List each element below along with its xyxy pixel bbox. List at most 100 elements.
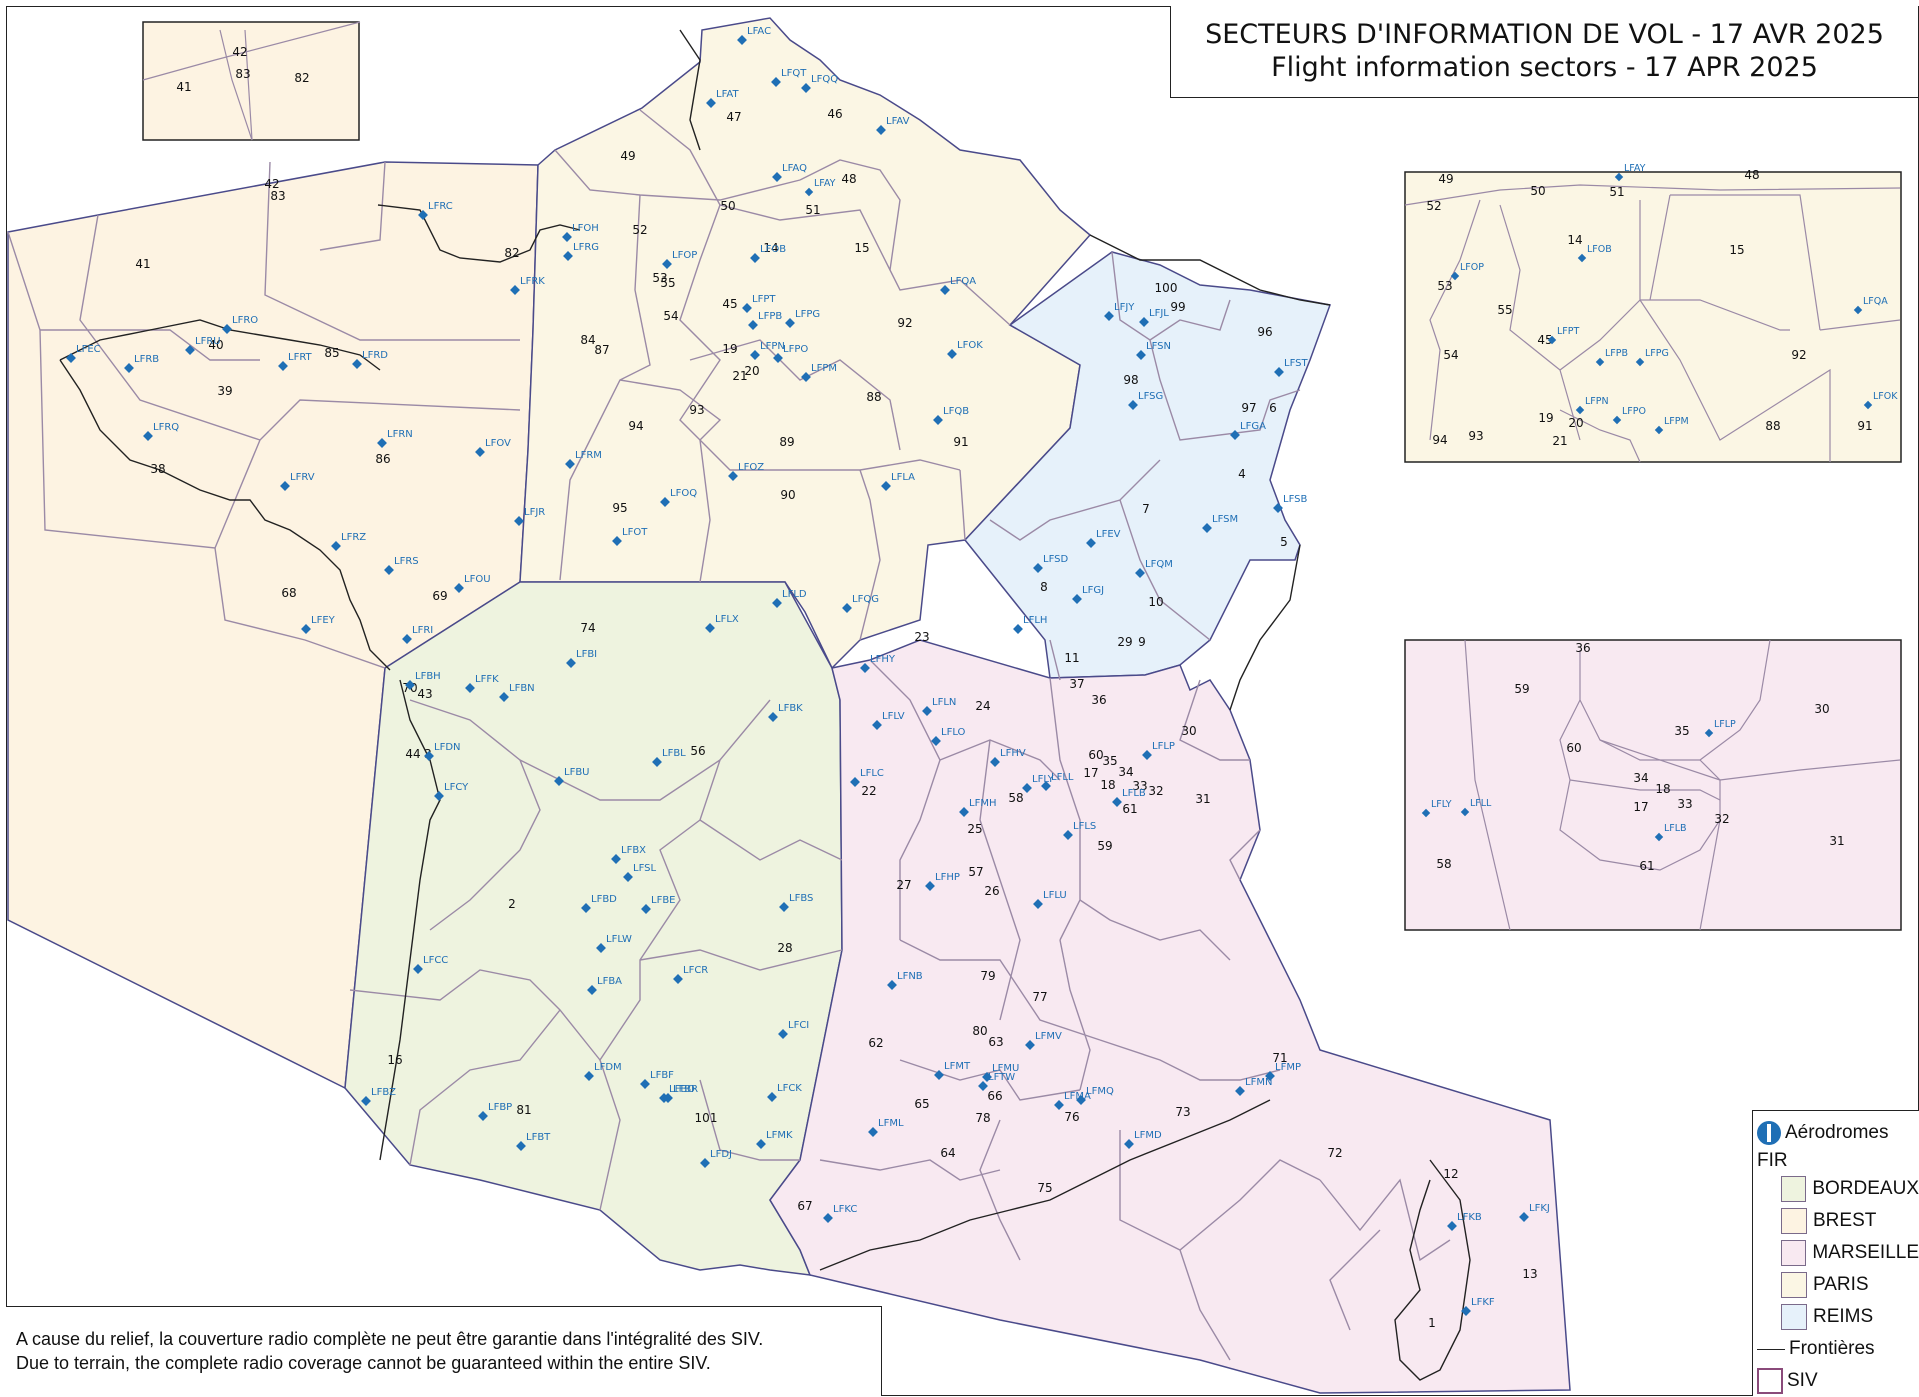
aerodrome-marker[interactable]: LFOH [562,223,599,242]
aerodrome-marker[interactable]: LFDJ [700,1149,732,1168]
aerodrome-marker[interactable]: LFAC [737,26,771,45]
aerodrome-marker[interactable]: LFBH [405,671,441,690]
aerodrome-marker[interactable]: LFBE [641,895,676,914]
aerodrome-marker[interactable]: LFKF [1461,1297,1495,1316]
aerodrome-marker[interactable]: LFDM [584,1062,622,1081]
aerodrome-marker[interactable]: LFLL [1460,798,1492,817]
aerodrome-marker[interactable]: LFBI [566,649,597,668]
aerodrome-marker[interactable]: LFRD [352,350,388,369]
aerodrome-marker[interactable]: LFPT [1547,326,1580,345]
aerodrome-marker[interactable]: LFTW [978,1072,1015,1091]
aerodrome-marker[interactable]: LFLP [1142,741,1175,760]
aerodrome-marker[interactable]: LFHY [860,654,896,673]
aerodrome-marker[interactable]: LFQQ [801,74,838,93]
aerodrome-marker[interactable]: LFQA [1853,296,1888,315]
aerodrome-marker[interactable]: LFCI [778,1020,809,1039]
aerodrome-marker[interactable]: LFBS [779,893,813,912]
aerodrome-marker[interactable]: LFRO [222,315,258,334]
aerodrome-marker[interactable]: LFKC [823,1204,857,1223]
aerodrome-marker[interactable]: LFBX [611,845,646,864]
aerodrome-marker[interactable]: LFOB [750,244,786,263]
aerodrome-marker[interactable]: LFSB [1273,494,1307,513]
aerodrome-marker[interactable]: LFKJ [1519,1203,1550,1222]
aerodrome-marker[interactable]: LFLO [931,727,966,746]
aerodrome-marker[interactable]: LFLY [1022,774,1055,793]
aerodrome-marker[interactable]: LFQA [940,276,976,295]
aerodrome-marker[interactable]: LFMV [1025,1031,1062,1050]
aerodrome-marker[interactable]: LFBF [640,1070,674,1089]
aerodrome-marker[interactable]: LFSG [1128,391,1163,410]
aerodrome-marker[interactable]: LFML [868,1118,904,1137]
aerodrome-marker[interactable]: LFDN [424,742,461,761]
aerodrome-marker[interactable]: LFMK [756,1130,793,1149]
aerodrome-marker[interactable]: LFPB [748,311,782,330]
aerodrome-marker[interactable]: LFBA [587,976,622,995]
aerodrome-marker[interactable]: LFRN [377,429,413,448]
aerodrome-marker[interactable]: LFSL [623,863,656,882]
aerodrome-marker[interactable]: LFRM [565,450,602,469]
aerodrome-marker[interactable]: LFEY [301,615,336,634]
aerodrome-marker[interactable]: LFLY [1421,799,1452,818]
aerodrome-marker[interactable]: LFJY [1104,302,1135,321]
aerodrome-marker[interactable]: LFEV [1086,529,1121,548]
aerodrome-marker[interactable]: LFQG [842,594,879,613]
aerodrome-marker[interactable]: LFPM [1654,416,1689,435]
aerodrome-marker[interactable]: LFLV [872,711,905,730]
aerodrome-marker[interactable]: LFQM [1135,559,1173,578]
aerodrome-marker[interactable]: LFBP [478,1102,512,1121]
aerodrome-marker[interactable]: LFPO [773,344,808,363]
aerodrome-marker[interactable]: LFLW [596,934,632,953]
aerodrome-marker[interactable]: LFOP [662,250,697,269]
aerodrome-marker[interactable]: LFLD [772,589,807,608]
aerodrome-marker[interactable]: LFOZ [728,462,764,481]
aerodrome-marker[interactable]: LFAT [706,89,739,108]
aerodrome-marker[interactable]: LFLL [1041,772,1074,791]
aerodrome-marker[interactable]: LFPN [1575,396,1609,415]
aerodrome-marker[interactable]: LFLS [1063,821,1096,840]
aerodrome-marker[interactable]: LFMQ [1076,1086,1114,1105]
aerodrome-marker[interactable]: LFBT [516,1132,551,1151]
aerodrome-marker[interactable]: LFMU [982,1063,1019,1082]
aerodrome-marker[interactable]: LFCK [767,1083,802,1102]
aerodrome-marker[interactable]: LFRT [278,352,313,371]
aerodrome-marker[interactable]: LFPG [1635,348,1669,367]
aerodrome-marker[interactable]: LFPN [750,341,785,360]
aerodrome-marker[interactable]: LFMA [1054,1091,1091,1110]
aerodrome-marker[interactable]: LFHV [990,748,1026,767]
aerodrome-marker[interactable]: LFSN [1136,341,1171,360]
aerodrome-marker[interactable]: LFMH [959,798,996,817]
aerodrome-marker[interactable]: LFGJ [1072,585,1104,604]
aerodrome-marker[interactable]: LFLN [922,697,956,716]
aerodrome-marker[interactable]: LFQT [771,68,807,87]
aerodrome-marker[interactable]: LFRC [418,201,453,220]
aerodrome-marker[interactable]: LFPT [742,294,776,313]
aerodrome-marker[interactable]: LFPB [1595,348,1628,367]
aerodrome-marker[interactable]: LFRZ [331,532,366,551]
aerodrome-marker[interactable]: LFCR [673,965,708,984]
aerodrome-marker[interactable]: LFOK [947,340,983,359]
aerodrome-marker[interactable]: LFBR [663,1084,698,1103]
aerodrome-marker[interactable]: LFMT [934,1061,971,1080]
aerodrome-marker[interactable]: LFRK [510,276,545,295]
aerodrome-marker[interactable]: LFSM [1202,514,1238,533]
aerodrome-marker[interactable]: LFLB [1112,788,1146,807]
aerodrome-marker[interactable]: LFCC [413,955,448,974]
aerodrome-marker[interactable]: LFSD [1033,554,1068,573]
aerodrome-marker[interactable]: LFKB [1447,1212,1482,1231]
aerodrome-marker[interactable]: LFBL [652,748,686,767]
aerodrome-marker[interactable]: LFRS [384,556,419,575]
aerodrome-marker[interactable]: LFPG [785,309,820,328]
aerodrome-marker[interactable]: LFPM [801,363,837,382]
aerodrome-marker[interactable]: LFBZ [361,1087,396,1106]
aerodrome-marker[interactable]: LFRU [185,336,221,355]
aerodrome-marker[interactable]: LFOQ [660,488,697,507]
aerodrome-marker[interactable]: LFLU [1033,890,1067,909]
aerodrome-marker[interactable]: LFOP [1450,262,1484,281]
aerodrome-marker[interactable]: LFOU [454,574,491,593]
aerodrome-marker[interactable]: LFAQ [772,163,807,182]
aerodrome-marker[interactable]: LFJR [514,507,545,526]
aerodrome-marker[interactable]: LFJL [1139,308,1169,327]
aerodrome-marker[interactable]: LFLC [850,768,884,787]
aerodrome-marker[interactable]: LFLP [1704,719,1736,738]
aerodrome-marker[interactable]: LFMP [1265,1062,1301,1081]
